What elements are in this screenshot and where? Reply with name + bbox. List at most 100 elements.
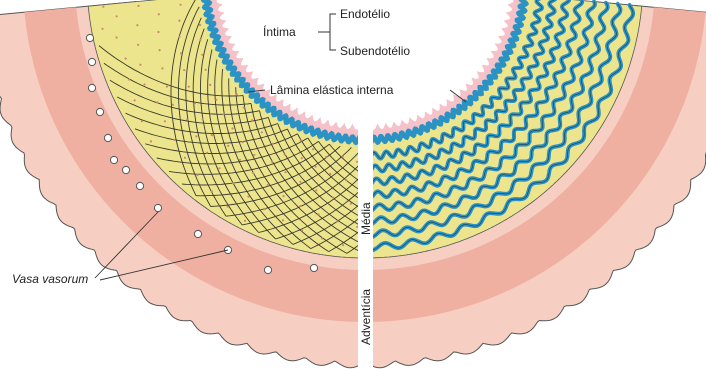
cell-nucleus (282, 195, 284, 197)
lamina-label: Lâmina elástica interna (270, 83, 394, 97)
intima-label: Íntima (263, 24, 296, 39)
cell-nucleus (227, 206, 229, 208)
cell-nucleus (312, 148, 314, 150)
cell-nucleus (199, 39, 201, 41)
cell-nucleus (161, 67, 163, 69)
adventicia-label: Adventícia (359, 289, 373, 345)
cell-nucleus (317, 213, 319, 215)
cell-nucleus (242, 141, 244, 143)
cell-nucleus (136, 24, 138, 26)
vasa-vasorum-vessel (154, 204, 161, 211)
cell-nucleus (321, 237, 323, 239)
cell-nucleus (332, 197, 334, 199)
cell-nucleus (244, 220, 246, 222)
cell-nucleus (251, 119, 253, 121)
cell-nucleus (188, 86, 190, 88)
intima-bracket (318, 14, 336, 50)
cell-nucleus (159, 49, 161, 51)
cell-nucleus (180, 52, 182, 54)
cell-nucleus (267, 184, 269, 186)
cell-nucleus (116, 36, 118, 38)
vasa-vasorum-vessel (122, 166, 129, 173)
cell-nucleus (201, 54, 203, 56)
cell-nucleus (202, 118, 204, 120)
cell-nucleus (194, 102, 196, 104)
vasa-vasorum-vessel (104, 134, 111, 141)
cell-nucleus (173, 139, 175, 141)
cell-nucleus (205, 69, 207, 71)
cell-nucleus (211, 190, 213, 192)
cell-nucleus (101, 28, 103, 30)
cell-nucleus (300, 140, 302, 142)
cell-nucleus (350, 203, 352, 205)
cell-nucleus (284, 171, 286, 173)
cell-nucleus (195, 135, 197, 137)
cell-nucleus (299, 181, 301, 183)
cell-nucleus (150, 140, 152, 142)
cell-nucleus (128, 78, 130, 80)
cell-nucleus (231, 127, 233, 129)
cell-nucleus (209, 84, 211, 86)
cell-nucleus (143, 83, 145, 85)
subendotelio-label: Subendotélio (340, 44, 410, 58)
vasa-vasorum-vessel (264, 266, 271, 273)
cell-nucleus (356, 161, 358, 163)
cell-nucleus (342, 244, 344, 246)
cell-nucleus (180, 4, 182, 6)
cell-nucleus (356, 226, 358, 228)
cell-nucleus (315, 189, 317, 191)
cell-nucleus (206, 152, 208, 154)
vasa-vasorum-vessel (110, 156, 117, 163)
cell-nucleus (282, 219, 284, 221)
right-half-wall (365, 0, 706, 368)
cell-nucleus (211, 134, 213, 136)
cell-nucleus (227, 145, 229, 147)
cell-nucleus (215, 99, 217, 101)
cell-nucleus (139, 64, 141, 66)
cell-nucleus (184, 157, 186, 159)
cell-nucleus (116, 15, 118, 17)
cell-nucleus (125, 58, 127, 60)
cell-nucleus (243, 107, 245, 109)
cell-nucleus (301, 157, 303, 159)
cell-nucleus (299, 205, 301, 207)
cell-nucleus (102, 6, 104, 8)
cell-nucleus (271, 160, 273, 162)
cell-nucleus (325, 156, 327, 158)
vasa-vasorum-vessel (88, 58, 95, 65)
cell-nucleus (158, 13, 160, 15)
cell-nucleus (253, 154, 255, 156)
cell-nucleus (239, 159, 241, 161)
cell-nucleus (264, 208, 266, 210)
vasa-vasorum-vessel (136, 182, 143, 189)
vasa-vasorum-vessel (310, 264, 317, 271)
cell-nucleus (218, 167, 220, 169)
media-label: Média (359, 202, 373, 235)
cell-nucleus (157, 31, 159, 33)
cell-nucleus (164, 120, 166, 122)
vasa-vasorum-vessel (194, 230, 201, 237)
cell-nucleus (336, 220, 338, 222)
cell-nucleus (183, 69, 185, 71)
cell-nucleus (156, 101, 158, 103)
cell-nucleus (236, 93, 238, 95)
cell-nucleus (178, 20, 180, 22)
cell-nucleus (197, 174, 199, 176)
cell-nucleus (232, 182, 234, 184)
cell-nucleus (284, 153, 286, 155)
endotelio-label: Endotélio (340, 7, 390, 21)
cell-nucleus (137, 44, 139, 46)
cell-nucleus (141, 120, 143, 122)
vasa-vasorum-vessel (88, 84, 95, 91)
cell-nucleus (252, 172, 254, 174)
cell-nucleus (261, 131, 263, 133)
cell-nucleus (301, 229, 303, 231)
cell-nucleus (199, 24, 201, 26)
cell-nucleus (345, 179, 347, 181)
cell-nucleus (172, 104, 174, 106)
cell-nucleus (342, 156, 344, 158)
cell-nucleus (329, 173, 331, 175)
cell-nucleus (186, 119, 188, 121)
